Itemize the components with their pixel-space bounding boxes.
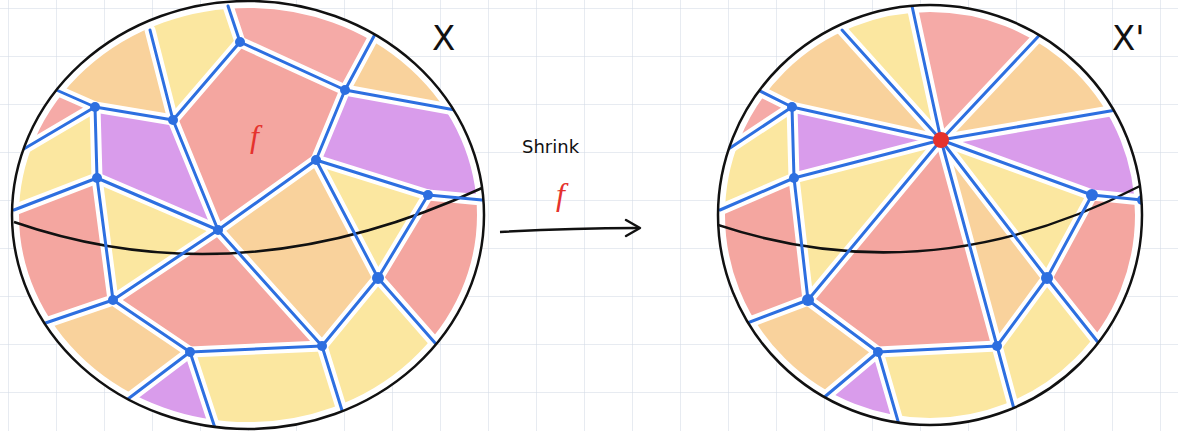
operation-label: Shrink (522, 136, 579, 157)
face-label: f (250, 118, 259, 155)
sphere-outline (12, 1, 484, 429)
space-label: X' (1112, 18, 1145, 58)
face-label: f (556, 176, 565, 213)
sphere-x-prime (689, 0, 1175, 431)
sphere-x (0, 0, 520, 431)
space-label: X (432, 18, 455, 58)
shrunk-vertex (933, 132, 949, 148)
shrink-arrow (500, 220, 640, 236)
sphere-outline (718, 5, 1142, 425)
